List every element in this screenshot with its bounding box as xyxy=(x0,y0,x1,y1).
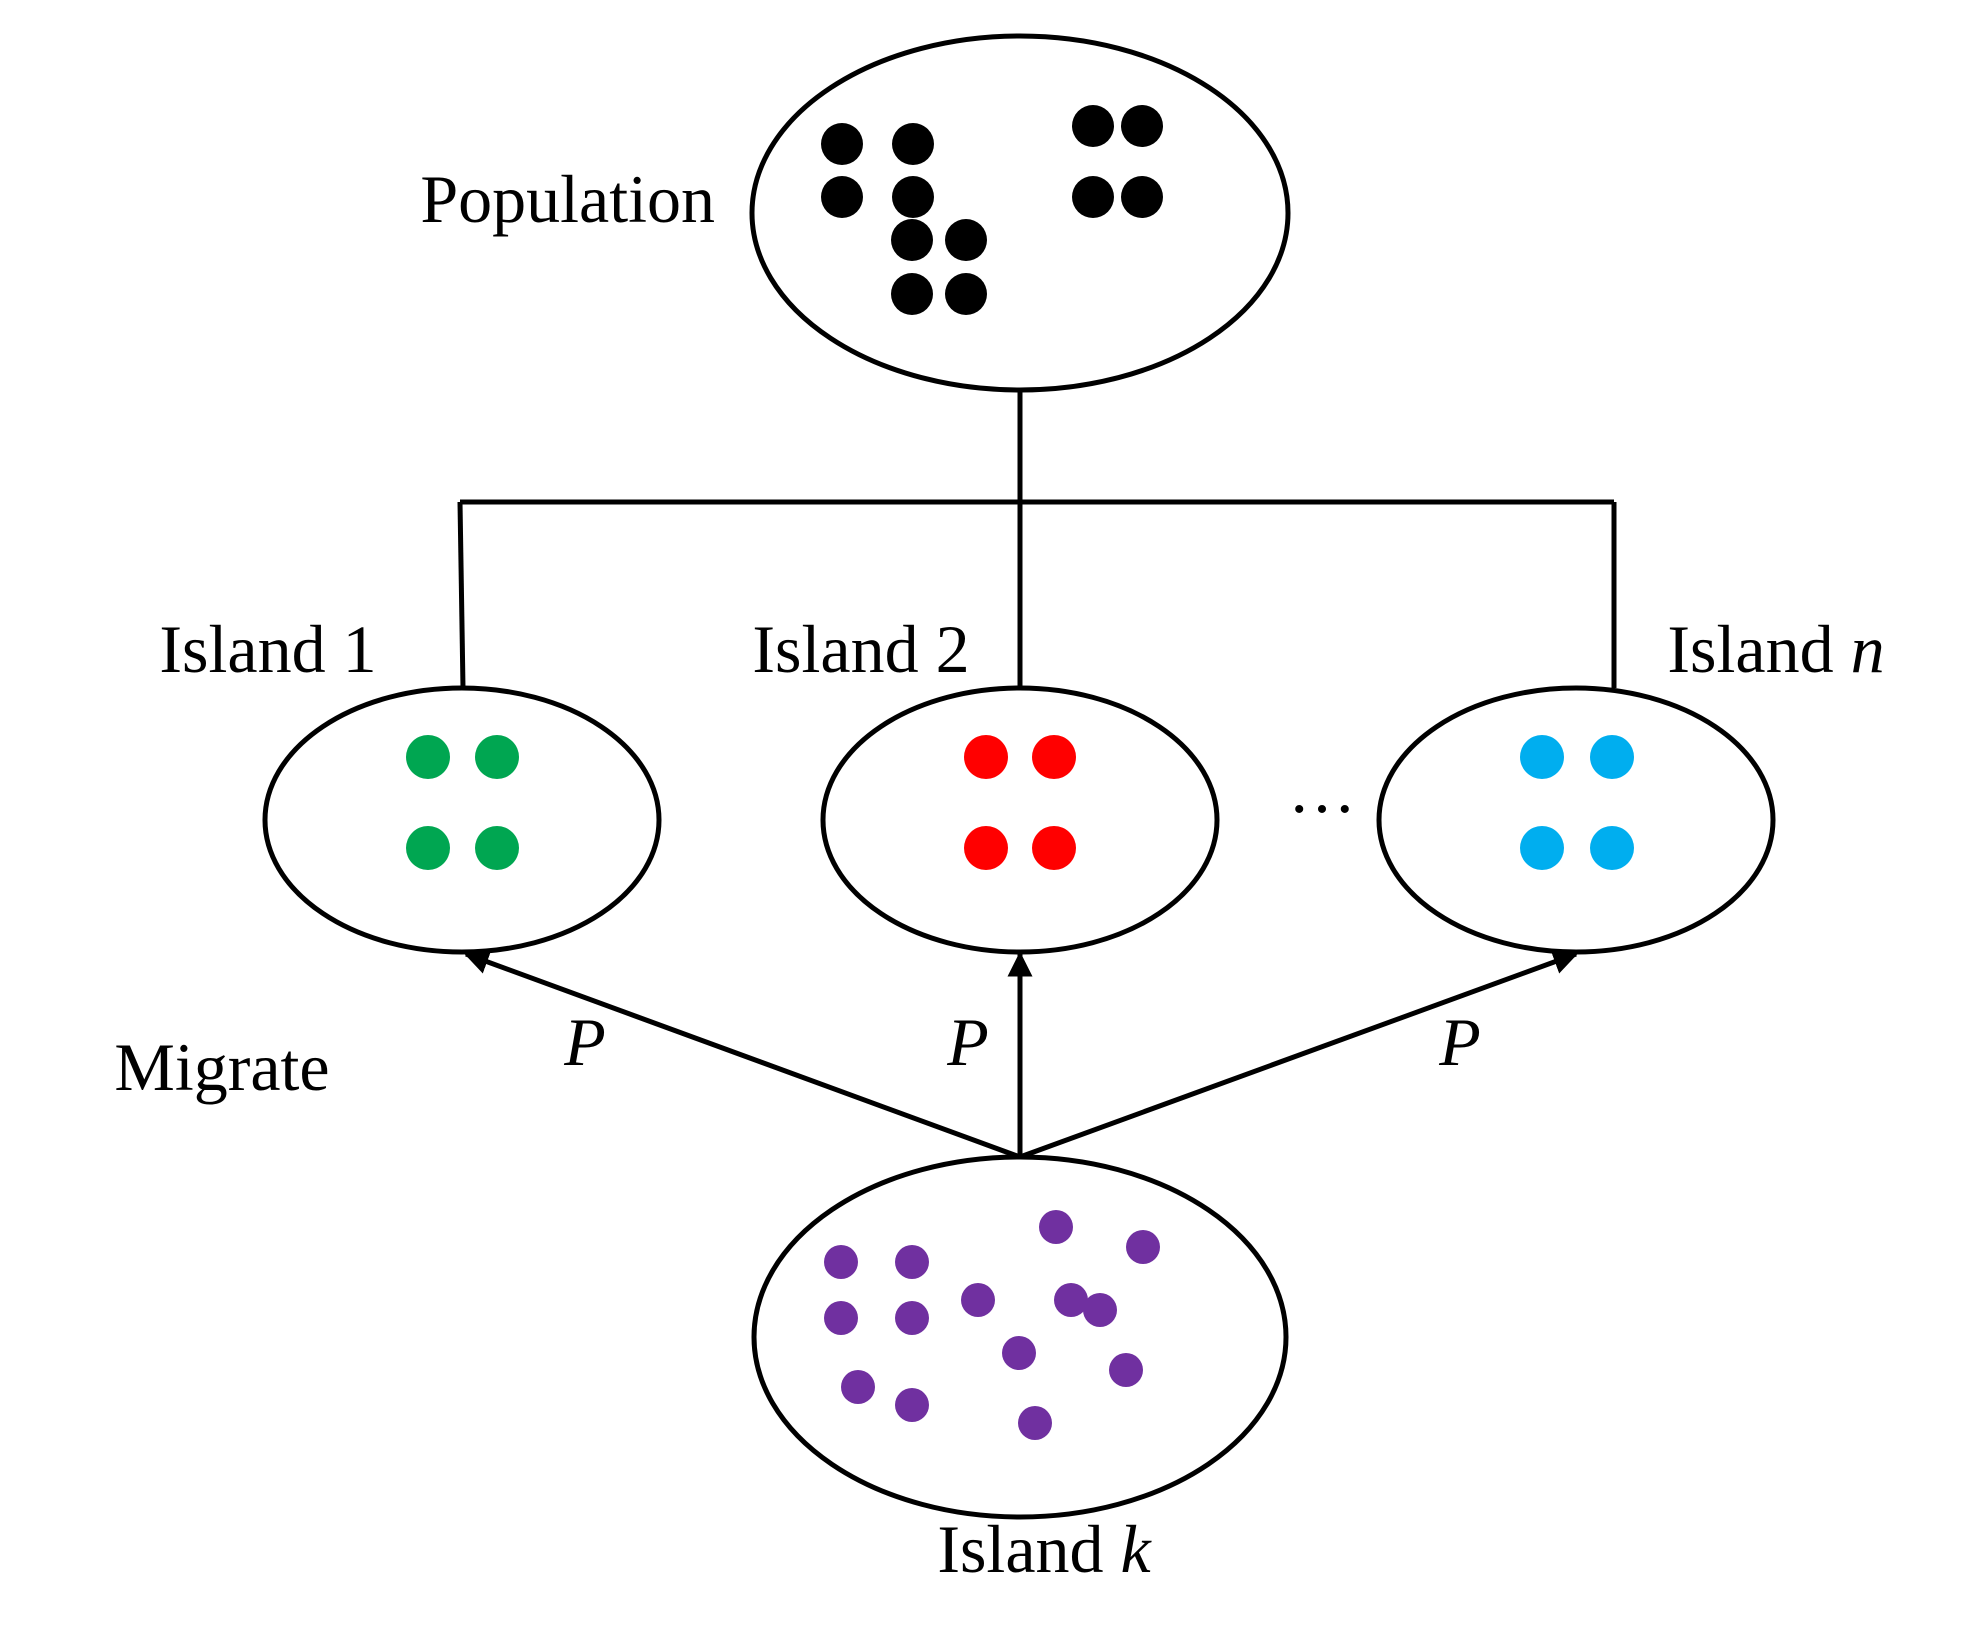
island1-node: Island 1 xyxy=(159,611,662,955)
arrow-to-islandn xyxy=(1019,949,1579,1160)
islandk-dot xyxy=(824,1301,858,1335)
islandk-label-var: k xyxy=(1121,1511,1153,1587)
population-label: Population xyxy=(420,161,715,237)
island1-dot xyxy=(406,826,450,870)
population-dot xyxy=(892,176,934,218)
island2-dot xyxy=(1032,826,1076,870)
island2-dot xyxy=(964,826,1008,870)
islandk-dot xyxy=(895,1388,929,1422)
migrate-label: Migrate xyxy=(114,1029,329,1105)
islandn-dot xyxy=(1590,826,1634,870)
island2-dot xyxy=(964,735,1008,779)
island2-dot xyxy=(1032,735,1076,779)
islandn-ellipse xyxy=(1376,685,1776,955)
p-label-3: P xyxy=(1438,1004,1481,1080)
islandn-label: Island n xyxy=(1667,611,1884,687)
islandk-dot xyxy=(1126,1230,1160,1264)
population-dots xyxy=(821,105,1163,315)
island1-dots xyxy=(406,735,519,870)
islandk-ellipse xyxy=(751,1154,1289,1520)
island2-label: Island 2 xyxy=(752,611,969,687)
islandk-dot xyxy=(1054,1283,1088,1317)
population-dot xyxy=(821,123,863,165)
islandk-label: Island k xyxy=(937,1511,1152,1587)
island1-dot xyxy=(475,826,519,870)
islandk-dot xyxy=(1083,1293,1117,1327)
islandn-dot xyxy=(1590,735,1634,779)
islandn-dot xyxy=(1520,735,1564,779)
islandk-dot xyxy=(961,1283,995,1317)
population-dot xyxy=(891,273,933,315)
population-dot xyxy=(945,273,987,315)
islandk-dot xyxy=(824,1245,858,1279)
population-dot xyxy=(891,219,933,261)
islandn-label-var: n xyxy=(1851,611,1885,687)
population-dot xyxy=(821,176,863,218)
population-dot xyxy=(945,219,987,261)
connector-island1 xyxy=(457,501,466,689)
islandk-dot xyxy=(1002,1336,1036,1370)
island1-label: Island 1 xyxy=(159,611,376,687)
island2-node: Island 2 xyxy=(752,611,1220,955)
islandk-dot xyxy=(895,1301,929,1335)
islandk-dot xyxy=(895,1245,929,1279)
islandn-dot xyxy=(1520,826,1564,870)
islandn-node: Island n xyxy=(1376,611,1885,955)
population-dot xyxy=(1072,105,1114,147)
hierarchy-connectors xyxy=(457,390,1617,689)
islandk-dot xyxy=(841,1370,875,1404)
islandk-node: Island k xyxy=(751,1154,1289,1587)
ellipsis-label: … xyxy=(1288,751,1356,827)
islandk-dot xyxy=(1109,1353,1143,1387)
population-node: Population xyxy=(420,33,1291,393)
island1-dot xyxy=(475,735,519,779)
population-dot xyxy=(892,123,934,165)
p-label-2: P xyxy=(946,1004,989,1080)
islandn-dots xyxy=(1520,735,1634,870)
population-dot xyxy=(1121,105,1163,147)
islandk-dot xyxy=(1018,1406,1052,1440)
population-dot xyxy=(1121,176,1163,218)
island2-dots xyxy=(964,735,1076,870)
islandk-dot xyxy=(1039,1210,1073,1244)
island1-ellipse xyxy=(262,685,662,955)
islandk-label-prefix: Island xyxy=(937,1511,1120,1587)
arrow-to-island1 xyxy=(463,950,1021,1160)
islandk-dots xyxy=(824,1210,1160,1440)
islandn-label-prefix: Island xyxy=(1667,611,1850,687)
migration-arrows: P P P xyxy=(463,949,1579,1160)
population-dot xyxy=(1072,176,1114,218)
p-label-1: P xyxy=(563,1004,606,1080)
island2-ellipse xyxy=(820,685,1220,955)
island1-dot xyxy=(406,735,450,779)
